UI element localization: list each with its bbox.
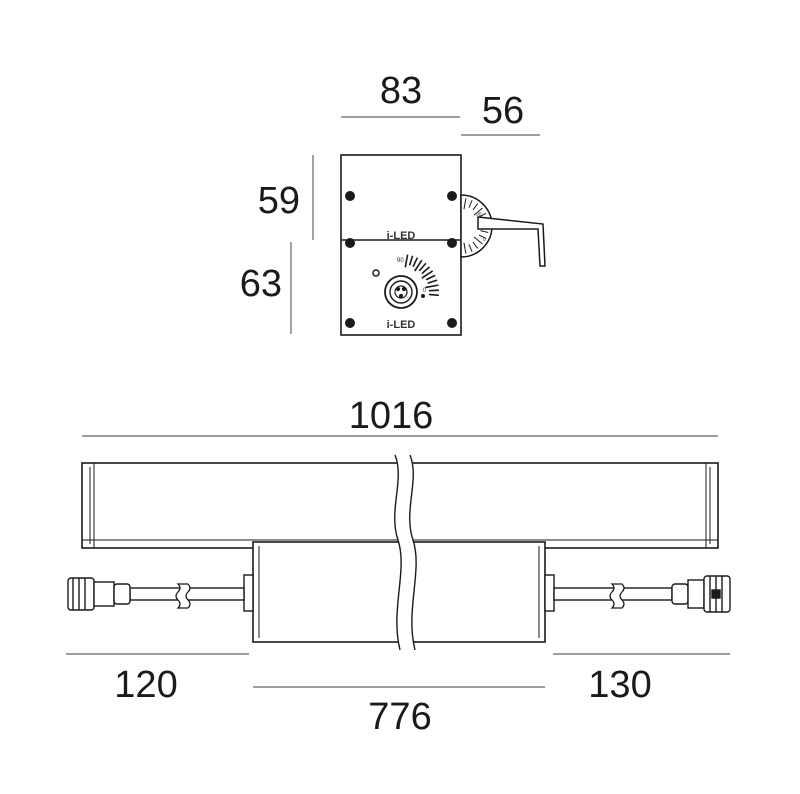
scale-tick [478, 212, 487, 218]
screw-head-icon [447, 238, 457, 248]
end-view-housing [340, 154, 462, 336]
screws [345, 191, 457, 328]
scale-tick [468, 244, 473, 252]
length-break [394, 454, 417, 651]
scale-tick [463, 198, 467, 210]
cable-gland-left [243, 574, 254, 612]
scale-tick [427, 279, 438, 285]
tilt-scale-icon: 90 0 [460, 194, 546, 267]
brand-label-lower: i-LED [387, 319, 416, 331]
scale-tick [418, 262, 427, 272]
dim-right-cable: 130 [588, 664, 651, 706]
scale-tick [412, 257, 419, 268]
dim-top-width: 83 [380, 70, 422, 112]
dim-left-cable: 120 [114, 664, 177, 706]
connector-plug-icon [671, 575, 731, 613]
dim-total-length: 1016 [349, 395, 434, 437]
scale-label: 90 [476, 212, 482, 218]
side-dimensions [66, 435, 730, 688]
scale-tick [425, 274, 436, 281]
mounting-bracket [477, 216, 546, 267]
scale-tick [468, 200, 473, 208]
scale-tick [472, 241, 479, 249]
scale-label: 0 [423, 288, 427, 294]
indicator-dot [372, 269, 380, 277]
scale-tick [463, 242, 467, 254]
cable-gland-right [544, 574, 555, 612]
dim-lower-height: 63 [240, 263, 282, 305]
screw-head-icon [447, 318, 457, 328]
brand-label-upper: i-LED [387, 230, 416, 242]
indicator-dot [421, 294, 425, 298]
scale-tick [473, 207, 483, 216]
scale-tick [425, 284, 439, 289]
screw-head-icon [447, 191, 457, 201]
screw-head-icon [345, 191, 355, 201]
scale-label: 0 [483, 237, 486, 243]
scale-tick [472, 203, 479, 211]
scale-tick [408, 255, 414, 266]
scale-tick [428, 293, 439, 297]
scale-tick [421, 266, 431, 275]
connector-plug-icon [384, 275, 418, 309]
cable-breaks [175, 583, 625, 609]
screw-head-icon [345, 318, 355, 328]
dim-body-length: 776 [368, 696, 431, 738]
scale-tick [480, 230, 489, 233]
scale-tick [414, 259, 423, 272]
scale-label: 90 [397, 258, 404, 264]
top-dimensions [290, 116, 540, 334]
lower-tilt-scale: 90 0 [372, 254, 439, 298]
scale-tick [404, 254, 409, 268]
scale-tick [478, 234, 487, 240]
connector-plug-icon [67, 577, 131, 611]
housing-outline [340, 154, 462, 336]
dim-upper-height: 59 [258, 180, 300, 222]
dim-top-offset: 56 [482, 90, 524, 132]
screw-head-icon [345, 238, 355, 248]
scale-tick [421, 270, 434, 279]
scale-tick [473, 236, 483, 245]
